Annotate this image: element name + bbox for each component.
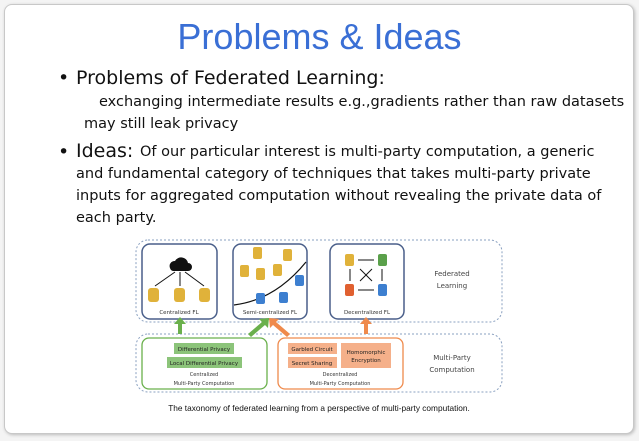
- fl-group-label: Federated: [434, 270, 469, 278]
- green-arrow-icon: [248, 318, 269, 337]
- problems-line-1: exchanging intermediate results e.g.,gra…: [99, 94, 625, 110]
- mpc-group-label: Computation: [429, 366, 474, 374]
- panel-decentralized: Decentralized FL: [329, 243, 405, 320]
- mpc-box-title: Multi-Party Computation: [310, 381, 371, 387]
- mpc-box-title: Centralized: [190, 372, 218, 378]
- divider-curve: [233, 261, 307, 306]
- fl-group-box: [135, 239, 503, 323]
- arrow-icons: [154, 271, 205, 287]
- figure-caption: The taxonomy of federated learning from …: [168, 403, 470, 413]
- database-icons: [256, 275, 304, 304]
- panel-label: Decentralized FL: [344, 310, 391, 316]
- bullet-ideas-label: Ideas:: [76, 140, 134, 162]
- panel-centralized: Centralized FL: [141, 243, 218, 320]
- mpc-technique-label: Secret Sharing: [292, 361, 332, 367]
- problems-line-2: may still leak privacy: [84, 116, 239, 132]
- fl-group-label: Learning: [437, 282, 467, 290]
- database-icons: [345, 254, 387, 296]
- ideas-line-3: inputs for aggregated computation withou…: [76, 188, 602, 204]
- database-icons: [148, 288, 210, 302]
- orange-arrow-icon: [360, 317, 372, 334]
- orange-arrow-icon: [269, 318, 290, 337]
- bullet-icon: •: [58, 67, 70, 89]
- mpc-group-label: Multi-Party: [433, 354, 471, 362]
- mpc-box-title: Multi-Party Computation: [174, 381, 235, 387]
- panel-label: Centralized FL: [159, 310, 199, 316]
- ideas-line-2: and fundamental category of techniques t…: [76, 166, 591, 182]
- database-icons: [240, 247, 292, 280]
- mpc-technique-label: Homomorphic: [347, 350, 386, 356]
- slide-title: Problems & Ideas: [177, 16, 462, 57]
- decentralized-mpc-box: Garbled Circuit Secret Sharing Homomorph…: [277, 337, 404, 390]
- arrow-icons: [349, 259, 383, 291]
- mpc-technique-label: Differential Privacy: [178, 347, 231, 353]
- bullet-icon: •: [58, 141, 70, 163]
- cloud-icon: [169, 257, 192, 271]
- green-arrow-icon: [174, 317, 186, 334]
- mpc-box-title: Decentralized: [323, 372, 358, 378]
- bullet-problems-label: Problems of Federated Learning:: [76, 67, 385, 89]
- mpc-technique-label: Garbled Circuit: [291, 347, 333, 353]
- centralized-mpc-box: Differential Privacy Local Differential …: [141, 337, 268, 390]
- ideas-line-1: Of our particular interest is multi-part…: [140, 144, 595, 160]
- mpc-technique-label: Local Differential Privacy: [170, 361, 239, 367]
- arrows: [174, 317, 372, 337]
- panel-label: Semi-centralized FL: [243, 310, 298, 316]
- ideas-line-4: each party.: [76, 210, 157, 226]
- mpc-technique-label: Encryption: [351, 358, 381, 364]
- panel-semi-centralized: Semi-centralized FL: [232, 243, 308, 320]
